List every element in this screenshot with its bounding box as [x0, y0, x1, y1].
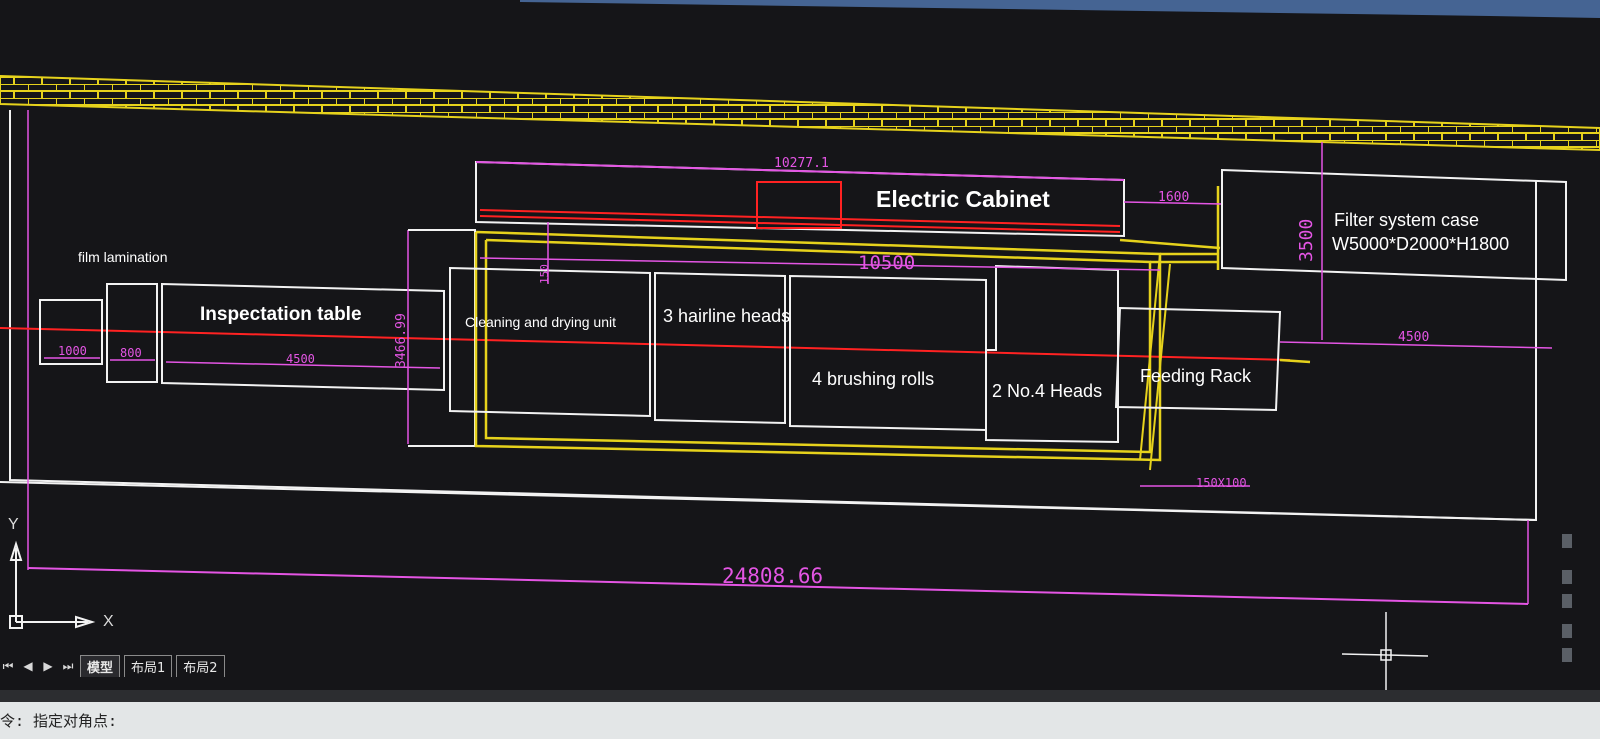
dim-line-10277: [475, 161, 1125, 181]
film-lamination-box-1: [39, 299, 103, 365]
hairline-heads-label: 3 hairline heads: [663, 306, 791, 326]
status-strip: [0, 690, 1600, 702]
next-tab-button[interactable]: ▶: [43, 659, 53, 673]
ucs-x-label: X: [103, 613, 114, 630]
hairline-heads-box: [654, 271, 786, 425]
frame-link-3: [1119, 238, 1221, 250]
no4-heads-label: 2 No.4 Heads: [992, 381, 1103, 401]
first-tab-button[interactable]: ⏮: [2, 658, 14, 673]
layout-tab-bar: ⏮ ◀ ▶ ⏭ 模型 布局1 布局2: [0, 654, 225, 678]
center-line: [0, 327, 1291, 361]
dim-3466-text: 3466.99: [394, 313, 409, 368]
film-lamination-box-2: [106, 283, 158, 383]
dim-1000-text: 1000: [58, 344, 87, 358]
brushing-rolls-label: 4 brushing rolls: [812, 369, 935, 389]
feeding-rack-label: Feeding Rack: [1140, 366, 1252, 386]
frame-diag-2: [1149, 263, 1171, 471]
cleaning-drying-unit-box: [449, 266, 651, 418]
frame-diag-1: [1139, 253, 1161, 461]
inspection-table-label: Inspectation table: [200, 304, 362, 325]
machine-frame-inner: [484, 238, 1152, 454]
command-line[interactable]: 令: 指定对角点:: [0, 702, 1600, 739]
dim-800-text: 800: [120, 346, 142, 360]
dim-4500-text: 4500: [286, 352, 315, 366]
dim-line-4500: [165, 361, 441, 369]
tab-model[interactable]: 模型: [80, 655, 121, 677]
prev-tab-button[interactable]: ◀: [23, 659, 33, 673]
filter-case-label-line2: W5000*D2000*H1800: [1332, 234, 1510, 254]
cabinet-red-line-2: [479, 215, 1121, 233]
electric-cabinet-label: Electric Cabinet: [876, 186, 1050, 212]
brick-wall: [0, 74, 1600, 152]
dim-10277-text: 10277.1: [774, 156, 829, 171]
tab-layout1[interactable]: 布局1: [124, 655, 173, 677]
total-dimension-line: [27, 567, 1529, 605]
ucs-icon: [9, 540, 96, 629]
cleaning-drying-label: Cleaning and drying unit: [465, 314, 616, 330]
dim-line-1600: [1123, 201, 1223, 205]
cabinet-red-line-1: [479, 209, 1121, 227]
inspection-table-box: [161, 282, 445, 392]
frame-right-stub: [1279, 358, 1311, 364]
brushing-rolls-box: [789, 274, 987, 432]
right-toolbar[interactable]: [1562, 534, 1572, 662]
film-lamination-label: film lamination: [78, 249, 168, 265]
room-outline: [9, 110, 1537, 522]
dim-150-text: 150: [538, 264, 551, 284]
dim-line-4500-right: [1279, 341, 1553, 349]
dim-line-10500: [479, 257, 1161, 271]
last-tab-button[interactable]: ⏭: [62, 658, 74, 673]
filter-case-label-line1: Filter system case: [1334, 210, 1480, 230]
dim-3500-text: 3500: [1296, 218, 1317, 262]
dim-1600-text: 1600: [1158, 190, 1190, 205]
top-window-edge: [520, 0, 1600, 18]
dim-total-text: 24808.66: [722, 564, 824, 588]
dim-4500-right-text: 4500: [1398, 330, 1430, 345]
dim-150x100-text: 150X100: [1196, 476, 1247, 490]
room-floor-line: [0, 481, 1537, 521]
crosshair-cursor-icon: [1341, 612, 1429, 698]
dim-10500-text: 10500: [858, 252, 916, 274]
command-prompt-text: 令: 指定对角点:: [0, 712, 118, 730]
filter-system-case-box: [1221, 168, 1567, 282]
electric-cabinet-door: [756, 181, 842, 229]
tab-layout2[interactable]: 布局2: [176, 655, 225, 677]
feeding-rack-box: [1114, 306, 1282, 412]
ucs-y-label: Y: [8, 516, 19, 533]
machine-frame-outer: [474, 230, 1162, 462]
